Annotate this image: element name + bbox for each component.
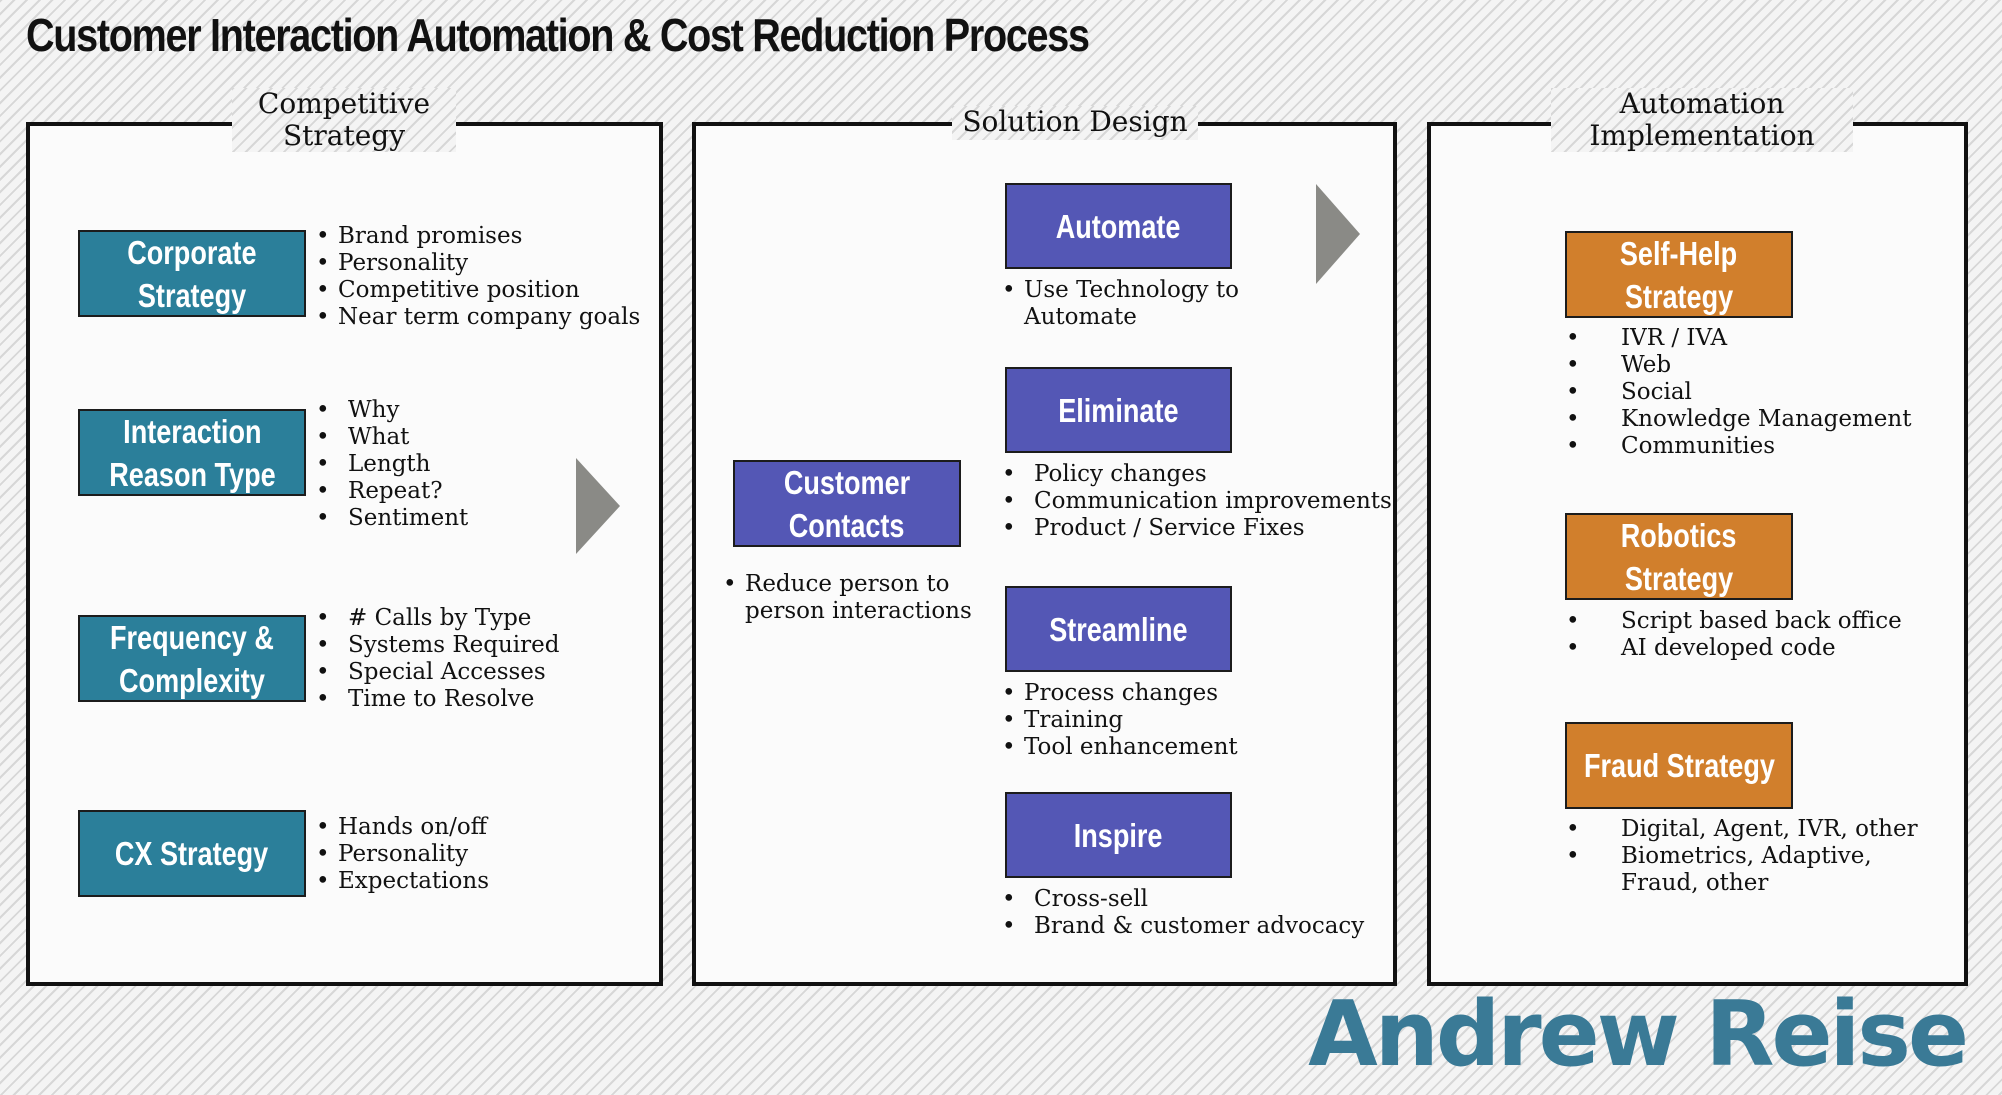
list-item: Expectations [316, 868, 489, 895]
list-item: Process changes [1002, 680, 1238, 707]
list-item: Competitive position [316, 277, 640, 304]
list-item: Training [1002, 707, 1238, 734]
corporate-strategy-box: Corporate Strategy [78, 230, 306, 317]
list-item: What [316, 424, 468, 451]
list-item: Script based back office [1566, 608, 1902, 635]
brand-logo: Andrew Reise [1308, 982, 1969, 1087]
list-item: Personality [316, 841, 489, 868]
list-item: Web [1566, 352, 1911, 379]
list-item: # Calls by Type [316, 605, 559, 632]
list-item: Tool enhancement [1002, 734, 1238, 761]
self-help-strategy-box: Self-Help Strategy [1565, 231, 1793, 318]
list-item: Use Technology to Automate [1002, 277, 1239, 331]
list-item: Systems Required [316, 632, 559, 659]
self-help-strategy-bullets: IVR / IVA Web Social Knowledge Managemen… [1566, 325, 1911, 460]
corporate-strategy-bullets: Brand promises Personality Competitive p… [316, 223, 640, 331]
list-item: Near term company goals [316, 304, 640, 331]
solution-design-heading: Solution Design [952, 106, 1198, 140]
list-item: Length [316, 451, 468, 478]
list-item: Product / Service Fixes [1002, 515, 1392, 542]
list-item: Repeat? [316, 478, 468, 505]
page-title: Customer Interaction Automation & Cost R… [26, 9, 1090, 61]
streamline-bullets: Process changes Training Tool enhancemen… [1002, 680, 1238, 761]
flow-arrow-1 [576, 458, 620, 554]
eliminate-bullets: Policy changes Communication improvement… [1002, 461, 1392, 542]
list-item: Digital, Agent, IVR, other [1566, 816, 1918, 843]
fraud-strategy-box: Fraud Strategy [1565, 722, 1793, 809]
inspire-bullets: Cross-sell Brand & customer advocacy [1002, 886, 1364, 940]
inspire-box: Inspire [1005, 792, 1232, 878]
cx-strategy-bullets: Hands on/off Personality Expectations [316, 814, 489, 895]
list-item: Social [1566, 379, 1911, 406]
list-item: AI developed code [1566, 635, 1902, 662]
list-item: Cross-sell [1002, 886, 1364, 913]
streamline-box: Streamline [1005, 586, 1232, 672]
list-item: Biometrics, Adaptive, Fraud, other [1566, 843, 1918, 897]
frequency-complexity-bullets: # Calls by Type Systems Required Special… [316, 605, 559, 713]
list-item: Why [316, 397, 468, 424]
list-item: Communities [1566, 433, 1911, 460]
list-item: Personality [316, 250, 640, 277]
list-item: Communication improvements [1002, 488, 1392, 515]
list-item: Hands on/off [316, 814, 489, 841]
interaction-reason-type-bullets: Why What Length Repeat? Sentiment [316, 397, 468, 532]
customer-contacts-box: Customer Contacts [733, 460, 961, 547]
robotics-strategy-bullets: Script based back office AI developed co… [1566, 608, 1902, 662]
automate-bullets: Use Technology to Automate [1002, 277, 1239, 331]
automation-implementation-heading: Automation Implementation [1551, 88, 1853, 152]
customer-contacts-bullets: Reduce person to person interactions [723, 571, 972, 625]
list-item: Brand & customer advocacy [1002, 913, 1364, 940]
list-item: Policy changes [1002, 461, 1392, 488]
list-item: Special Accesses [316, 659, 559, 686]
list-item: IVR / IVA [1566, 325, 1911, 352]
list-item: Reduce person to person interactions [723, 571, 972, 625]
automate-box: Automate [1005, 183, 1232, 269]
flow-arrow-2 [1316, 184, 1360, 284]
frequency-complexity-box: Frequency & Complexity [78, 615, 306, 702]
list-item: Knowledge Management [1566, 406, 1911, 433]
fraud-strategy-bullets: Digital, Agent, IVR, other Biometrics, A… [1566, 816, 1918, 897]
interaction-reason-type-box: Interaction Reason Type [78, 409, 306, 496]
cx-strategy-box: CX Strategy [78, 810, 306, 897]
list-item: Time to Resolve [316, 686, 559, 713]
list-item: Sentiment [316, 505, 468, 532]
list-item: Brand promises [316, 223, 640, 250]
competitive-strategy-heading: Competitive Strategy [232, 88, 456, 152]
eliminate-box: Eliminate [1005, 367, 1232, 453]
robotics-strategy-box: Robotics Strategy [1565, 513, 1793, 600]
